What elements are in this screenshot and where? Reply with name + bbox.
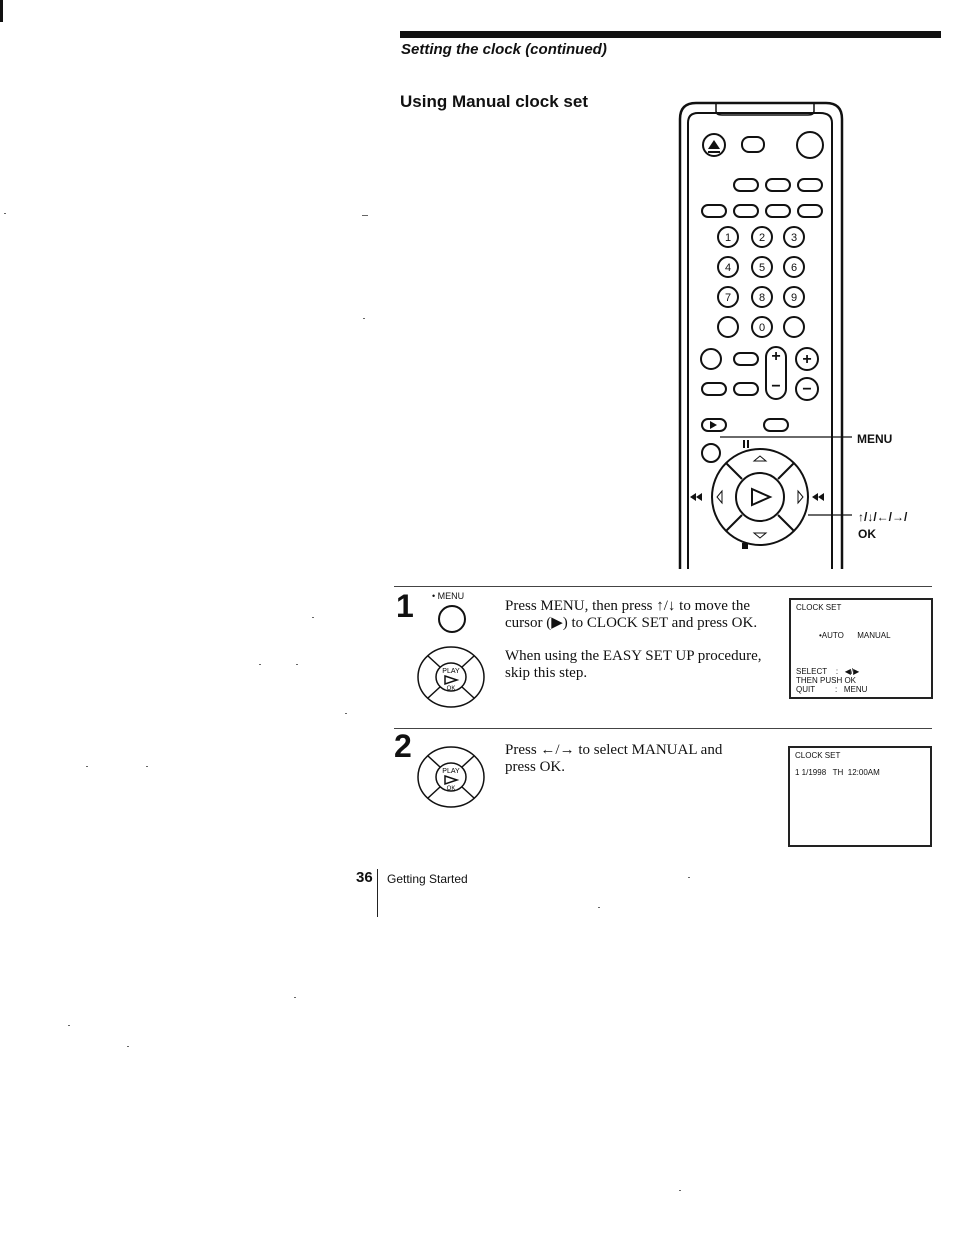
key-6-label: 6 — [791, 262, 797, 274]
scan-speck — [259, 664, 261, 665]
screen-push-ok-hint: THEN PUSH OK — [796, 676, 857, 685]
svg-text:PLAY: PLAY — [442, 668, 460, 675]
svg-text:−: − — [802, 381, 811, 398]
scan-speck — [363, 318, 365, 319]
scan-speck — [688, 877, 690, 878]
scan-speck — [146, 766, 148, 767]
key-7-label: 7 — [725, 292, 731, 304]
scan-speck — [296, 664, 298, 665]
margin-mark — [0, 0, 3, 22]
key-9-label: 9 — [791, 292, 797, 304]
screen-auto-manual: •AUTO MANUAL — [819, 631, 891, 640]
scan-speck — [294, 997, 296, 998]
svg-text:−: − — [771, 378, 780, 395]
scan-speck — [598, 907, 600, 908]
screen-title: CLOCK SET — [795, 751, 841, 760]
running-title: Setting the clock (continued) — [401, 41, 607, 58]
step-1-paragraph-1: Press MENU, then press ↑/↓ to move the c… — [505, 598, 758, 631]
ok-callout: OK — [858, 527, 876, 541]
key-4-label: 4 — [725, 262, 731, 274]
screen-select-hint: SELECT : ◀/▶ — [796, 667, 860, 676]
scan-speck — [4, 213, 6, 214]
menu-callout: MENU — [857, 432, 893, 446]
scan-speck — [345, 713, 347, 714]
key-5-label: 5 — [759, 262, 765, 274]
screen-quit-hint: QUIT : MENU — [796, 685, 868, 694]
step-2-rule — [394, 728, 932, 729]
svg-text:PLAY: PLAY — [442, 768, 460, 775]
scan-speck — [362, 215, 368, 216]
menu-button-icon — [438, 605, 466, 633]
step-2-paragraph: Press ←/→ to select MANUAL and press OK. — [505, 742, 723, 775]
key-1-label: 1 — [725, 232, 731, 244]
footer-section-label: Getting Started — [387, 872, 468, 886]
key-2-label: 2 — [759, 232, 765, 244]
svg-text:+: + — [802, 351, 811, 368]
step-1-rule — [394, 586, 932, 587]
screen-date-time: 1 1/1998 TH 12:00AM — [795, 768, 880, 777]
screen-title: CLOCK SET — [796, 603, 842, 612]
scan-speck — [679, 1190, 681, 1191]
step-1-menu-label: • MENU — [432, 591, 465, 601]
footer-divider — [377, 869, 378, 917]
scan-speck — [68, 1025, 70, 1026]
step-2-number: 2 — [394, 728, 412, 764]
key-8-label: 8 — [759, 292, 765, 304]
remote-control-illustration: 1 2 3 4 5 6 7 8 9 0 + − + − — [678, 101, 852, 569]
key-0-label: 0 — [759, 322, 765, 334]
key-3-label: 3 — [791, 232, 797, 244]
section-title: Using Manual clock set — [400, 92, 588, 111]
clock-set-screen-2: CLOCK SET 1 1/1998 TH 12:00AM — [788, 746, 932, 847]
svg-text:OK: OK — [447, 686, 456, 692]
scan-speck — [86, 766, 88, 767]
joystick-dial-icon: PLAY OK — [417, 746, 485, 808]
step-1-paragraph-2: When using the EASY SET UP procedure, sk… — [505, 648, 762, 681]
scan-speck — [127, 1046, 129, 1047]
clock-set-screen-1: CLOCK SET •AUTO MANUAL SELECT : ◀/▶ THEN… — [789, 598, 933, 699]
scan-speck — [312, 617, 314, 618]
header-rule — [400, 31, 941, 38]
step-1-number: 1 — [396, 588, 414, 624]
arrows-callout: ↑/↓/←/→/ — [858, 510, 908, 524]
svg-text:OK: OK — [447, 786, 456, 792]
joystick-dial-icon: PLAY OK — [417, 646, 485, 708]
svg-text:+: + — [771, 348, 780, 365]
page-number: 36 — [356, 869, 373, 886]
